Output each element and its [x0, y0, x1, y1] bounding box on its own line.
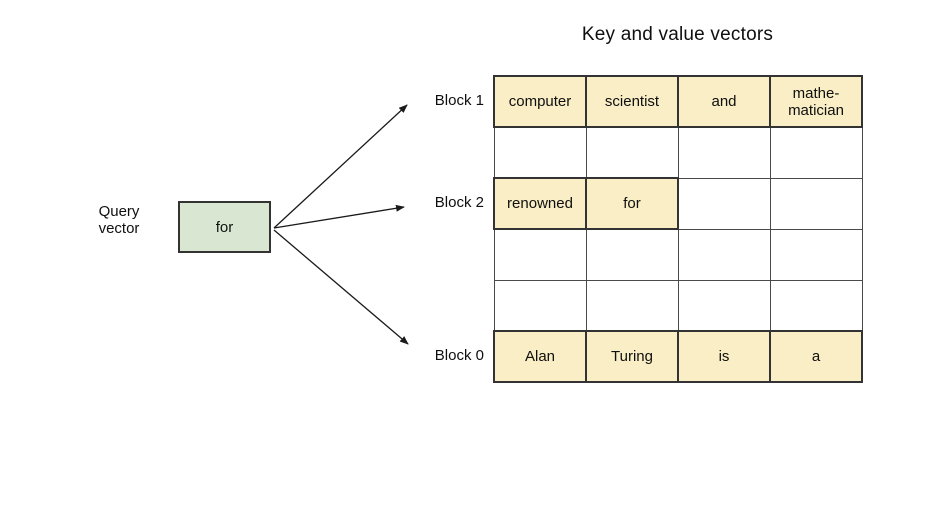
table-cell: scientist	[585, 75, 679, 128]
table-cell: is	[677, 330, 771, 383]
table-cell: for	[585, 177, 679, 230]
table-cell: a	[769, 330, 863, 383]
table-cell	[769, 279, 863, 332]
table-row	[493, 126, 863, 179]
table-row	[493, 279, 863, 332]
table-cell	[677, 228, 771, 281]
table-row: renowned for	[493, 177, 863, 230]
table-row: computer scientist and mathe- matician	[493, 75, 863, 128]
table-cell	[677, 279, 771, 332]
table-cell	[493, 279, 587, 332]
table-cell	[769, 177, 863, 230]
table-cell: computer	[493, 75, 587, 128]
query-vector-label: Query vector	[98, 203, 140, 237]
arrow-to-block-0	[273, 229, 409, 345]
table-row	[493, 228, 863, 281]
arrow-to-block-2	[273, 204, 405, 229]
block-2-label: Block 2	[434, 194, 484, 211]
table-cell	[769, 126, 863, 179]
table-row: Alan Turing is a	[493, 330, 863, 383]
table-cell	[585, 228, 679, 281]
table-cell: and	[677, 75, 771, 128]
block-0-label: Block 0	[434, 347, 484, 364]
table-cell	[585, 279, 679, 332]
table-cell: mathe- matician	[769, 75, 863, 128]
query-token: for	[215, 218, 234, 236]
arrow-to-block-1	[273, 104, 408, 229]
table-cell	[677, 177, 771, 230]
key-value-table: computer scientist and mathe- matician r…	[493, 75, 863, 383]
table-cell	[677, 126, 771, 179]
table-cell	[769, 228, 863, 281]
table-cell	[585, 126, 679, 179]
table-cell: Turing	[585, 330, 679, 383]
table-cell: Alan	[493, 330, 587, 383]
table-cell	[493, 228, 587, 281]
block-1-label: Block 1	[434, 92, 484, 109]
table-cell	[493, 126, 587, 179]
table-cell: renowned	[493, 177, 587, 230]
query-vector-box: for	[178, 201, 271, 253]
diagram-title: Key and value vectors	[581, 24, 774, 45]
